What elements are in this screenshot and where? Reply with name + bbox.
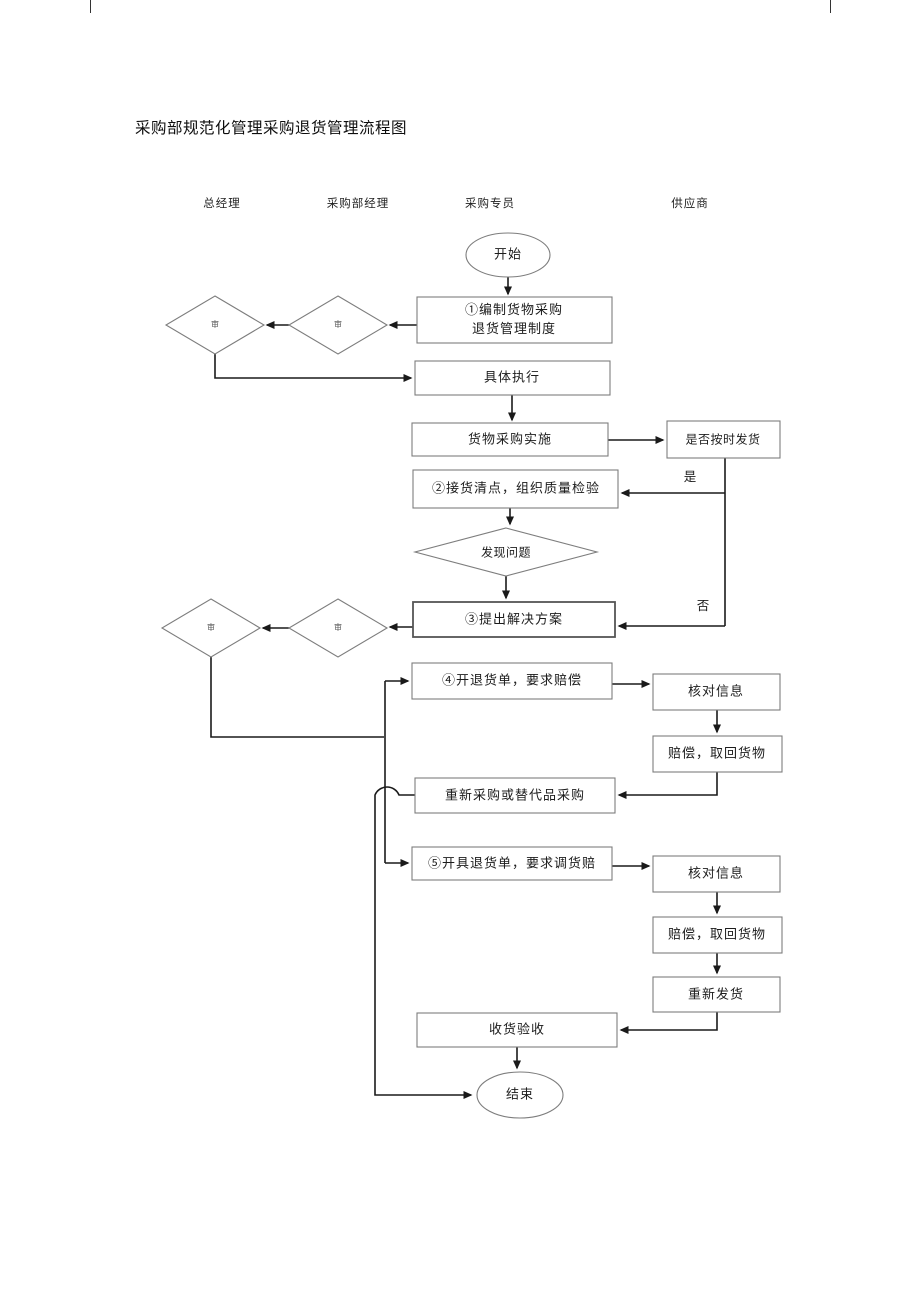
end-node-label: 结束 xyxy=(505,1086,535,1102)
execute-box-shape xyxy=(414,360,611,396)
returnform1-box-shape xyxy=(411,662,613,700)
review1-gm-label: 审 xyxy=(211,320,219,330)
crop-mark-right xyxy=(830,0,831,13)
verify1-box-shape xyxy=(652,673,781,711)
review1-manager-label: 审 xyxy=(334,320,342,330)
compile-node-label: ①编制货物采购 退货管理制度 xyxy=(464,302,564,336)
review1-manager-diamond-shape xyxy=(287,295,389,355)
crop-mark-left xyxy=(90,0,91,13)
edge-label-yes: 是 xyxy=(683,469,697,484)
review2-gm-diamond-shape xyxy=(160,598,262,658)
ontime-box-shape xyxy=(666,420,781,459)
reship-box-shape xyxy=(652,976,781,1013)
lane-header-general-manager: 总经理 xyxy=(203,198,241,210)
start-node-label: 开始 xyxy=(493,246,523,262)
edge-review2-gm-to-trunk xyxy=(210,657,384,738)
lane-header-supplier: 供应商 xyxy=(671,198,709,210)
review2-gm-label: 审 xyxy=(207,623,215,633)
problem-node-label: 发现问题 xyxy=(480,545,532,560)
solution-box-shape xyxy=(412,601,616,638)
edge-rebuy-to-end xyxy=(374,786,473,1099)
verify2-node-label: 核对信息 xyxy=(687,865,745,881)
compile-box-shape xyxy=(416,296,613,344)
review2-manager-diamond-shape xyxy=(287,598,389,658)
lane-header-purchasing-manager: 采购部经理 xyxy=(326,198,390,210)
refund1-node-label: 赔偿，取回货物 xyxy=(667,745,767,761)
page-title: 采购部规范化管理采购退货管理流程图 xyxy=(135,120,408,137)
rebuy-box-shape xyxy=(414,777,616,814)
accept-box-shape xyxy=(416,1012,618,1048)
review2-manager-label: 审 xyxy=(334,623,342,633)
edge-review-gm-to-execute xyxy=(214,354,413,382)
receive-node-label: ②接货清点，组织质量检验 xyxy=(431,480,601,496)
lane-header-purchasing-officer: 采购专员 xyxy=(465,198,515,210)
implement-box-shape xyxy=(411,422,609,457)
end-terminator-shape xyxy=(476,1071,564,1119)
refund1-box-shape xyxy=(652,735,783,773)
refund2-box-shape xyxy=(652,916,783,954)
reship-node-label: 重新发货 xyxy=(687,986,745,1002)
returnform1-node-label: ④开退货单，要求赔偿 xyxy=(441,672,583,688)
edge-reship-to-accept xyxy=(619,1012,718,1034)
review1-gm-diamond-shape xyxy=(164,295,266,355)
rebuy-node-label: 重新采购或替代品采购 xyxy=(444,787,586,803)
implement-node-label: 货物采购实施 xyxy=(467,431,553,447)
execute-node-label: 具体执行 xyxy=(483,369,541,385)
accept-node-label: 收货验收 xyxy=(488,1021,546,1037)
verify2-box-shape xyxy=(652,855,781,893)
ontime-node-label: 是否按时发货 xyxy=(685,432,761,447)
verify1-node-label: 核对信息 xyxy=(687,683,745,699)
problem-diamond-shape xyxy=(412,527,600,577)
refund2-node-label: 赔偿，取回货物 xyxy=(667,926,767,942)
returnform2-box-shape xyxy=(411,846,613,881)
edge-label-no: 否 xyxy=(696,598,710,613)
edge-refund1-to-rebuy xyxy=(617,772,718,799)
solution-node-label: ③提出解决方案 xyxy=(464,611,564,627)
start-terminator-shape xyxy=(465,232,551,278)
returnform2-node-label: ⑤开具退货单，要求调货赔 xyxy=(427,855,597,871)
receive-box-shape xyxy=(412,469,619,509)
